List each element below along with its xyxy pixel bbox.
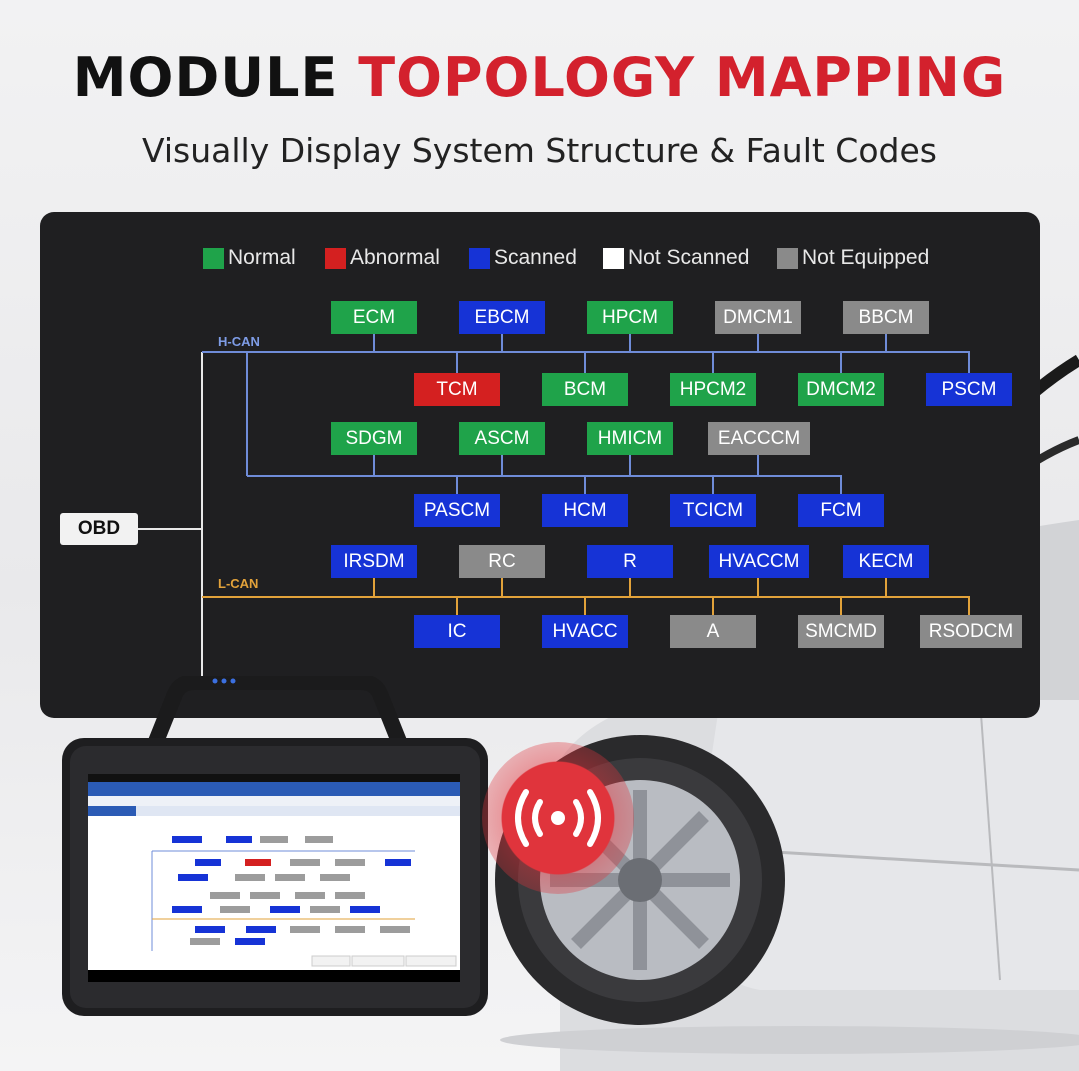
module-fcm[interactable]: FCM <box>798 494 884 527</box>
module-ascm[interactable]: ASCM <box>459 422 545 455</box>
legend-swatch-abnormal <box>325 247 346 269</box>
module-irsdm[interactable]: IRSDM <box>331 545 417 578</box>
module-rsodcm[interactable]: RSODCM <box>920 615 1022 648</box>
legend-swatch-not-scanned <box>603 247 624 269</box>
module-hpcm[interactable]: HPCM <box>587 301 673 334</box>
module-ebcm[interactable]: EBCM <box>459 301 545 334</box>
module-tcm[interactable]: TCM <box>414 373 500 406</box>
wireless-badge <box>482 742 634 894</box>
legend-normal: Normal <box>203 246 296 270</box>
module-r[interactable]: R <box>587 545 673 578</box>
module-smcmd[interactable]: SMCMD <box>798 615 884 648</box>
obd-connector[interactable]: OBD <box>60 513 138 545</box>
module-kecm[interactable]: KECM <box>843 545 929 578</box>
page-title: MODULE TOPOLOGY MAPPING <box>0 48 1079 108</box>
legend-label-normal: Normal <box>228 246 296 269</box>
module-pscm[interactable]: PSCM <box>926 373 1012 406</box>
legend-scanned: Scanned <box>469 246 577 270</box>
module-a[interactable]: A <box>670 615 756 648</box>
legend-swatch-normal <box>203 247 224 269</box>
module-dmcm1[interactable]: DMCM1 <box>715 301 801 334</box>
module-sdgm[interactable]: SDGM <box>331 422 417 455</box>
wireless-signal-icon <box>515 789 601 847</box>
legend-label-not-scanned: Not Scanned <box>628 246 750 269</box>
lcan-label: L-CAN <box>218 576 259 591</box>
module-ecm[interactable]: ECM <box>331 301 417 334</box>
legend-label-not-equipped: Not Equipped <box>802 246 930 269</box>
module-hpcm2[interactable]: HPCM2 <box>670 373 756 406</box>
page-subtitle: Visually Display System Structure & Faul… <box>142 131 937 170</box>
legend-not-equipped: Not Equipped <box>777 246 929 270</box>
module-bcm[interactable]: BCM <box>542 373 628 406</box>
module-eacccm[interactable]: EACCCM <box>708 422 810 455</box>
module-hmicm[interactable]: HMICM <box>587 422 673 455</box>
module-tcicm[interactable]: TCICM <box>670 494 756 527</box>
legend-swatch-scanned <box>469 247 490 269</box>
title-word-topology: TOPOLOGY MAPPING <box>358 46 1007 109</box>
module-hvacc[interactable]: HVACC <box>542 615 628 648</box>
module-rc[interactable]: RC <box>459 545 545 578</box>
module-ic[interactable]: IC <box>414 615 500 648</box>
legend-label-scanned: Scanned <box>494 246 577 269</box>
legend-abnormal: Abnormal <box>325 246 440 270</box>
module-dmcm2[interactable]: DMCM2 <box>798 373 884 406</box>
module-hvaccm[interactable]: HVACCM <box>709 545 809 578</box>
module-hcm[interactable]: HCM <box>542 494 628 527</box>
legend-swatch-not-equipped <box>777 247 798 269</box>
module-bbcm[interactable]: BBCM <box>843 301 929 334</box>
hcan-label: H-CAN <box>218 334 260 349</box>
title-word-module: MODULE <box>72 46 339 109</box>
tablet-illustration <box>62 676 488 1016</box>
module-pascm[interactable]: PASCM <box>414 494 500 527</box>
legend-not-scanned: Not Scanned <box>603 246 749 270</box>
tablet-device <box>60 676 490 1021</box>
legend-label-abnormal: Abnormal <box>350 246 440 269</box>
